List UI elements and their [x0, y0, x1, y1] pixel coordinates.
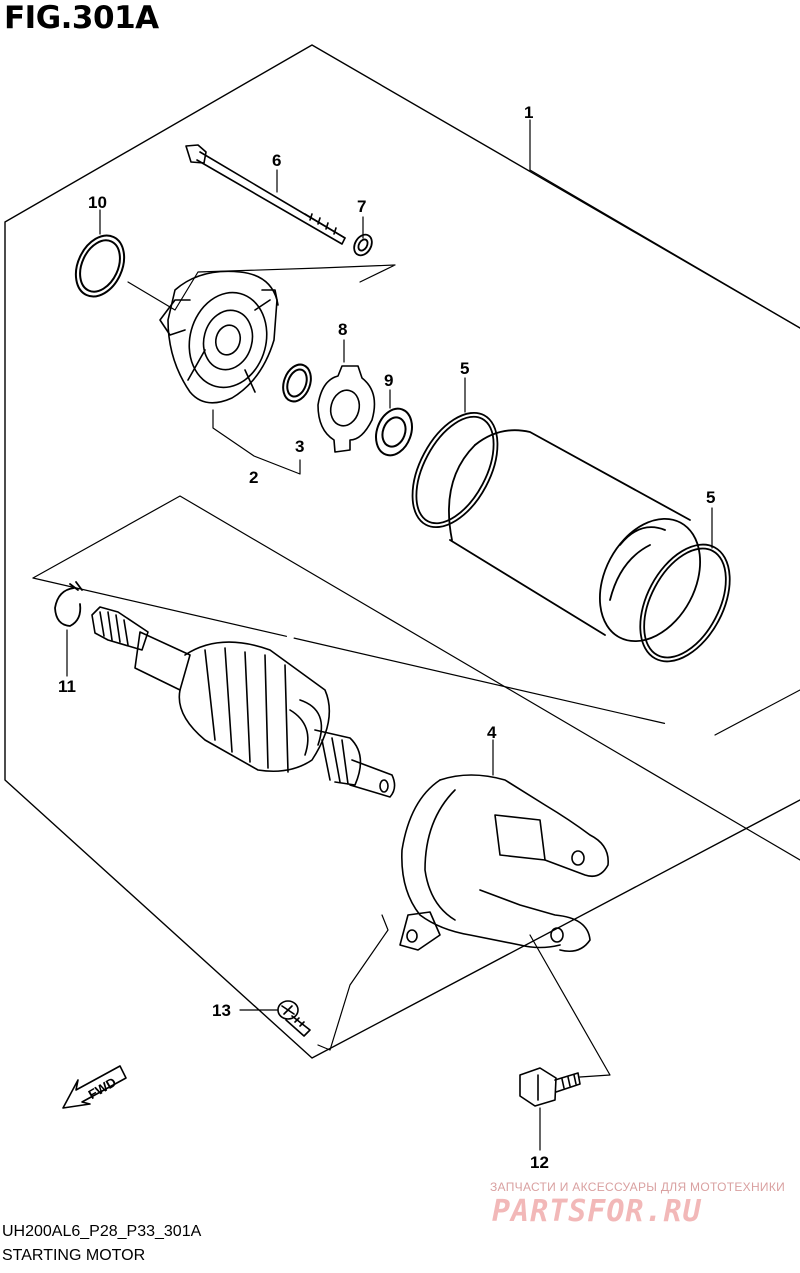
callout-1: 1	[524, 103, 533, 122]
callout-9: 9	[384, 371, 393, 390]
figure-name: STARTING MOTOR	[2, 1247, 146, 1264]
o-ring-part-5-lower	[639, 543, 731, 663]
bolt-part-12	[519, 1067, 581, 1107]
end-housing-part-2	[159, 270, 279, 404]
callout-3: 3	[295, 437, 304, 456]
watermark-logo: PARTSFOR.RU	[492, 1194, 702, 1229]
callout-10: 10	[88, 193, 107, 212]
washer-part-9	[375, 407, 413, 457]
assembly-outline	[4, 44, 800, 1059]
callout-8: 8	[338, 320, 347, 339]
washer-part-7	[353, 233, 373, 257]
bracket-lines	[32, 495, 800, 861]
figure-title: FIG.301A	[4, 0, 159, 36]
front-housing-part-4	[399, 774, 609, 953]
callout-4: 4	[487, 723, 497, 742]
fwd-arrow-icon	[62, 1065, 127, 1109]
bracket-lines-2	[32, 577, 716, 736]
o-ring-part-10	[74, 234, 126, 298]
bracket-lines-3	[714, 689, 800, 736]
callout-12: 12	[530, 1153, 549, 1172]
armature	[91, 606, 396, 798]
callout-2: 2	[249, 468, 258, 487]
watermark-text: ЗАПЧАСТИ И АКСЕССУАРЫ ДЛЯ МОТОТЕХНИКИ	[490, 1180, 786, 1194]
callout-5-upper: 5	[460, 359, 469, 378]
circlip-part-11	[54, 581, 83, 627]
callout-5-lower: 5	[706, 488, 715, 507]
seal-part-3	[282, 363, 312, 403]
callout-11: 11	[58, 677, 76, 696]
callout-13: 13	[212, 1001, 231, 1020]
bolt-part-6	[185, 144, 346, 245]
yoke-housing	[448, 429, 701, 643]
plate-part-8	[317, 365, 376, 453]
figure-code: UH200AL6_P28_P33_301A	[2, 1223, 202, 1240]
o-ring-part-5-upper	[411, 411, 499, 529]
leader-lines	[66, 119, 800, 1151]
callout-7: 7	[357, 197, 366, 216]
callout-6: 6	[272, 151, 281, 170]
screw-part-13	[277, 1000, 311, 1037]
